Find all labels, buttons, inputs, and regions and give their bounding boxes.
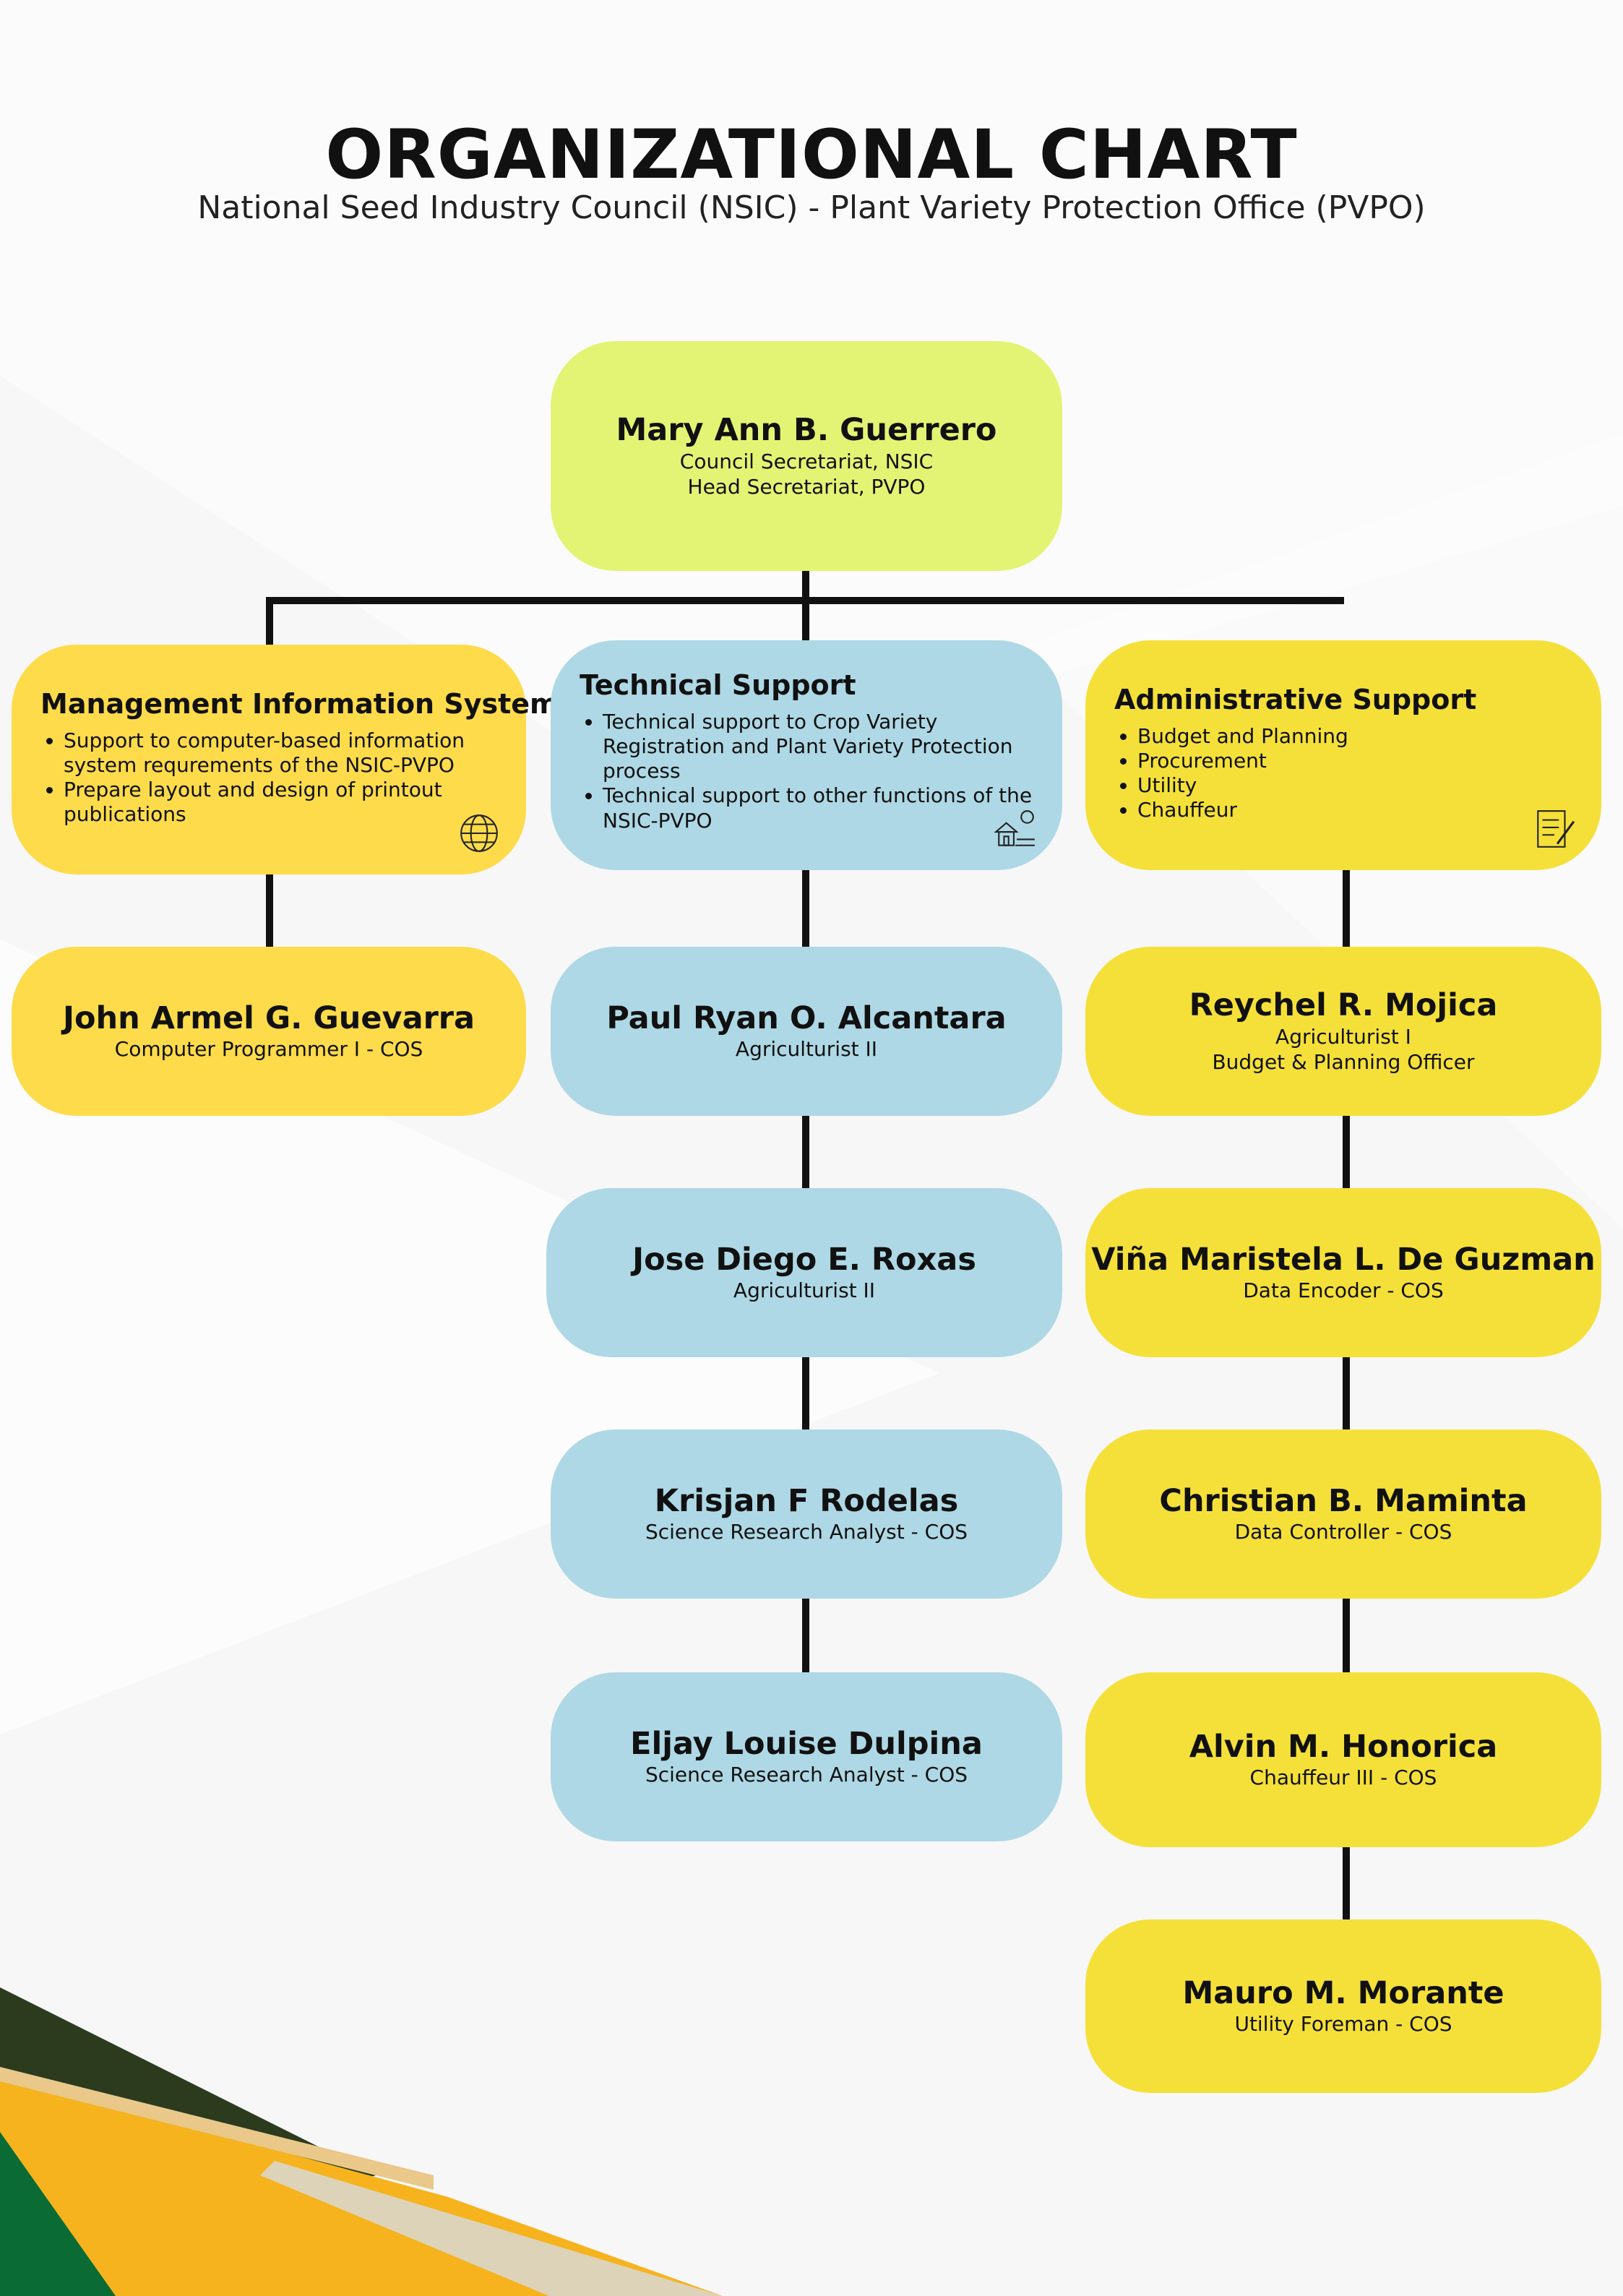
staff-role: Agriculturist II bbox=[735, 1037, 878, 1062]
staff-name: Mauro M. Morante bbox=[1182, 1974, 1504, 2011]
staff-role: Utility Foreman - COS bbox=[1234, 2012, 1452, 2037]
duty-item: Support to computer-based information sy… bbox=[64, 728, 497, 778]
staff-name: Krisjan F Rodelas bbox=[654, 1482, 959, 1519]
unit-duties: Budget and Planning Procurement Utility … bbox=[1114, 724, 1348, 823]
duty-item: Prepare layout and design of printout pu… bbox=[64, 778, 497, 827]
staff-name: Alvin M. Honorica bbox=[1189, 1728, 1498, 1765]
staff-node: Eljay Louise Dulpina Science Research An… bbox=[551, 1672, 1062, 1841]
unit-duties: Support to computer-based information sy… bbox=[40, 728, 497, 827]
duty-item: Procurement bbox=[1137, 749, 1348, 773]
staff-role: Computer Programmer I - COS bbox=[114, 1037, 423, 1062]
staff-role: Chauffeur III - COS bbox=[1249, 1766, 1437, 1790]
head-role: Council Secretariat, NSIC bbox=[679, 449, 934, 473]
staff-role: Science Research Analyst - COS bbox=[645, 1763, 968, 1787]
connector-horizontal bbox=[266, 597, 1344, 604]
unit-title: Technical Support bbox=[580, 669, 856, 701]
staff-role: Data Encoder - COS bbox=[1243, 1278, 1444, 1303]
connector-admin-column bbox=[1343, 867, 1350, 1922]
duty-item: Technical support to Crop Variety Regist… bbox=[603, 710, 1051, 783]
staff-node: Jose Diego E. Roxas Agriculturist II bbox=[546, 1188, 1062, 1357]
connector-mis-down bbox=[266, 597, 273, 645]
unit-title: Management Information System bbox=[40, 688, 559, 720]
page-title: ORGANIZATIONAL CHART bbox=[325, 116, 1298, 194]
head-name: Mary Ann B. Guerrero bbox=[616, 412, 997, 449]
staff-node: Paul Ryan O. Alcantara Agriculturist II bbox=[551, 947, 1062, 1116]
unit-technical: Technical Support Technical support to C… bbox=[551, 640, 1062, 870]
staff-node: Krisjan F Rodelas Science Research Analy… bbox=[551, 1429, 1062, 1599]
head-role: Head Secretariat, PVPO bbox=[687, 474, 926, 499]
unit-duties: Technical support to Crop Variety Regist… bbox=[580, 710, 1051, 833]
connector-mis-staff bbox=[266, 874, 273, 947]
staff-name: Jose Diego E. Roxas bbox=[632, 1241, 976, 1278]
staff-role: Agriculturist I bbox=[1275, 1024, 1411, 1049]
unit-admin: Administrative Support Budget and Planni… bbox=[1085, 640, 1601, 870]
checklist-icon bbox=[1537, 810, 1575, 848]
staff-name: Reychel R. Mojica bbox=[1189, 987, 1498, 1024]
staff-node: Reychel R. Mojica Agriculturist I Budget… bbox=[1085, 947, 1601, 1116]
staff-name: John Armel G. Guevarra bbox=[62, 999, 475, 1036]
staff-node: Mauro M. Morante Utility Foreman - COS bbox=[1085, 1919, 1601, 2093]
globe-icon bbox=[460, 814, 498, 852]
connector-head-down bbox=[802, 571, 809, 643]
staff-node: John Armel G. Guevarra Computer Programm… bbox=[12, 947, 526, 1116]
duty-item: Technical support to other functions of … bbox=[603, 783, 1051, 833]
staff-role: Data Controller - COS bbox=[1234, 1520, 1452, 1544]
staff-name: Viña Maristela L. De Guzman bbox=[1091, 1241, 1596, 1278]
head-node: Mary Ann B. Guerrero Council Secretariat… bbox=[551, 341, 1062, 571]
unit-title: Administrative Support bbox=[1114, 684, 1477, 715]
staff-name: Paul Ryan O. Alcantara bbox=[606, 999, 1007, 1036]
staff-name: Eljay Louise Dulpina bbox=[630, 1725, 983, 1762]
staff-node: Christian B. Maminta Data Controller - C… bbox=[1085, 1429, 1601, 1599]
staff-role: Agriculturist II bbox=[733, 1278, 876, 1303]
staff-name: Christian B. Maminta bbox=[1159, 1482, 1528, 1519]
duty-item: Utility bbox=[1137, 773, 1348, 798]
unit-mis: Management Information System Support to… bbox=[12, 645, 559, 874]
farm-icon bbox=[994, 810, 1035, 846]
duty-item: Budget and Planning bbox=[1137, 724, 1348, 749]
page-subtitle: National Seed Industry Council (NSIC) - … bbox=[197, 189, 1426, 226]
duty-item: Chauffeur bbox=[1137, 798, 1348, 822]
staff-node: Viña Maristela L. De Guzman Data Encoder… bbox=[1085, 1188, 1601, 1357]
staff-role: Science Research Analyst - COS bbox=[645, 1520, 968, 1544]
staff-node: Alvin M. Honorica Chauffeur III - COS bbox=[1085, 1672, 1601, 1847]
staff-role: Budget & Planning Officer bbox=[1212, 1049, 1475, 1074]
